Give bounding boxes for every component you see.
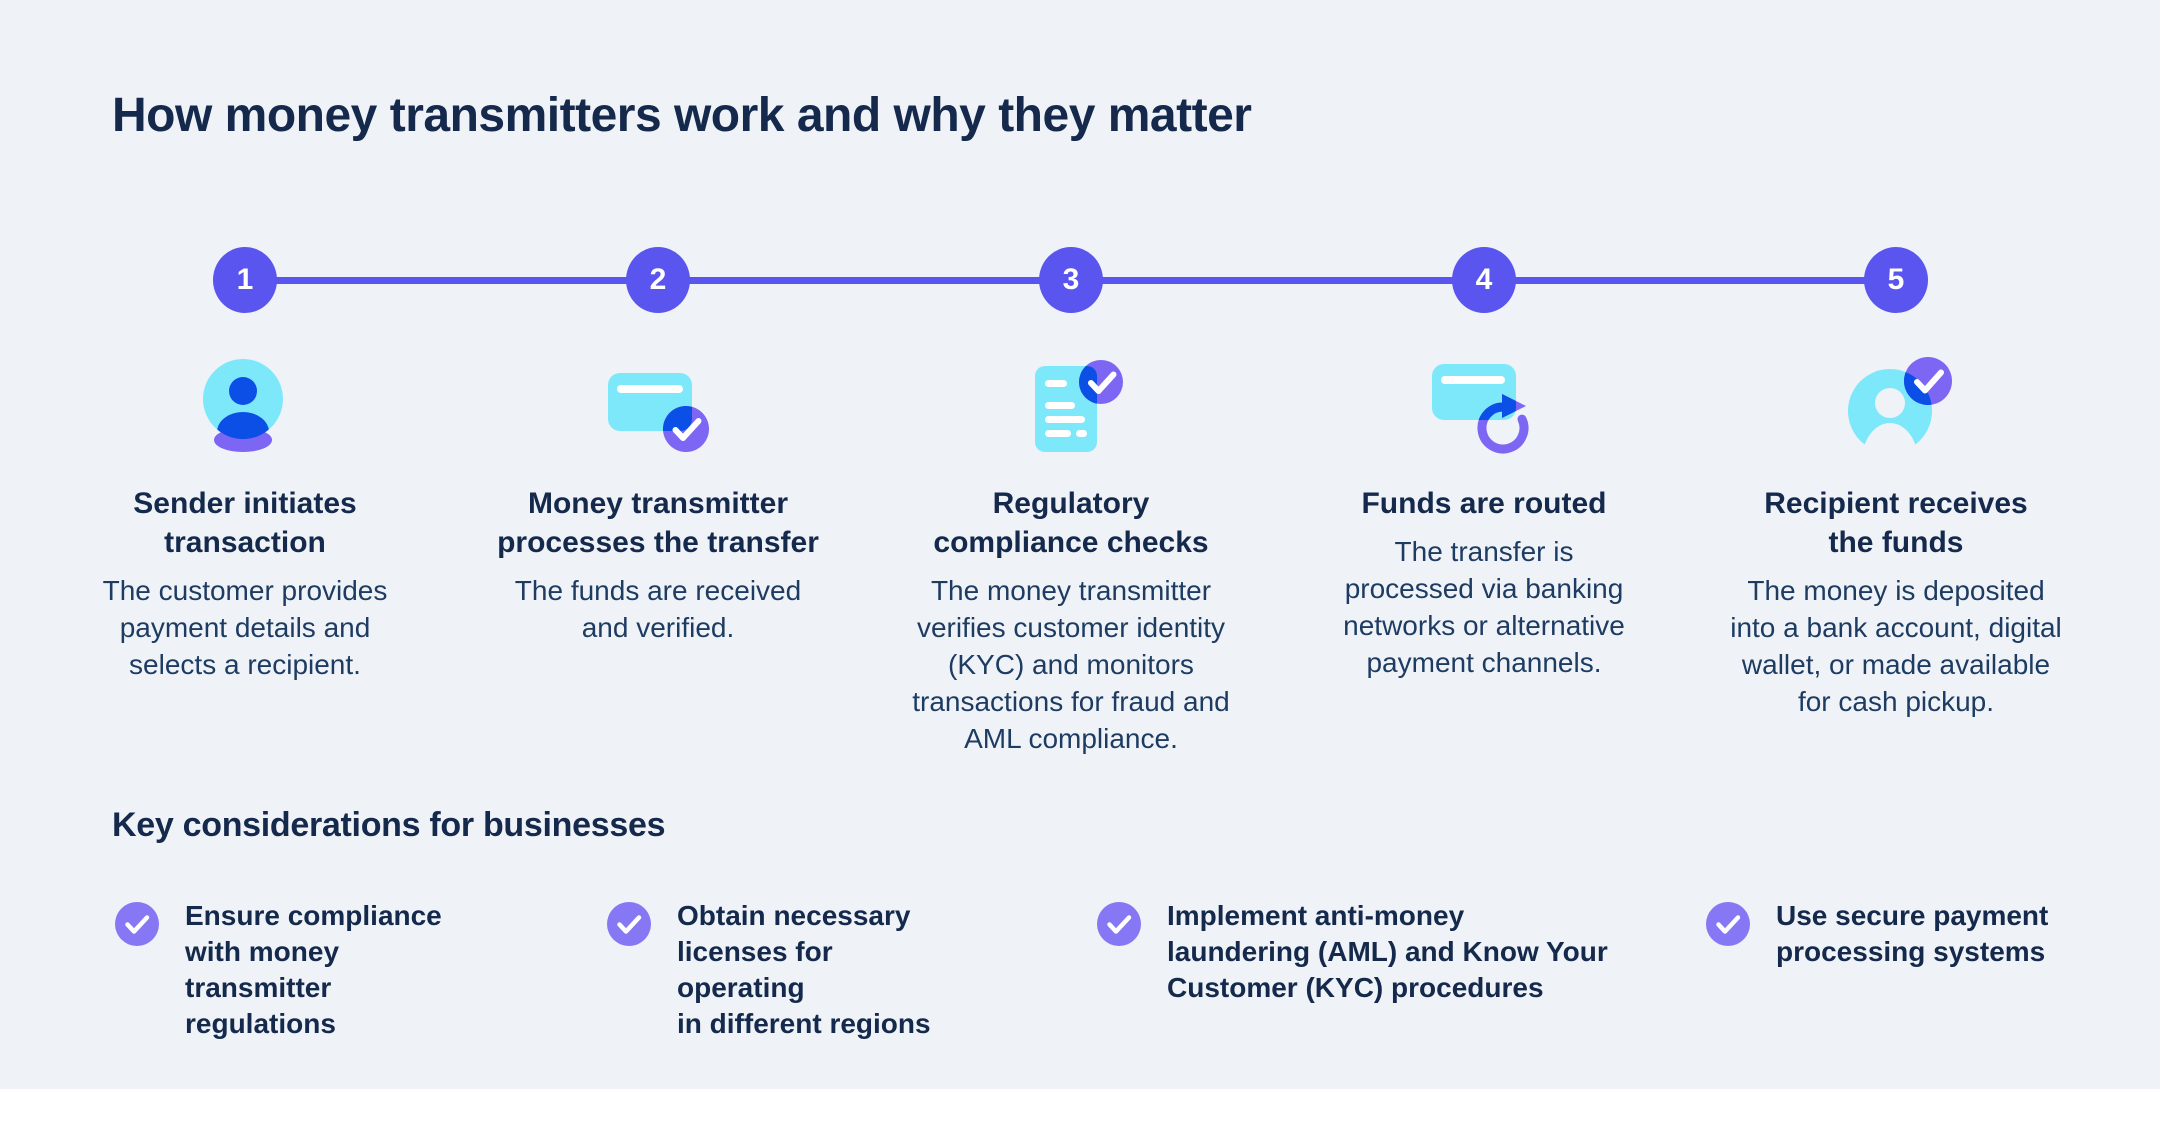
page-title: How money transmitters work and why they… bbox=[112, 89, 1252, 142]
step-description: The money transmitter verifies customer … bbox=[912, 575, 1230, 754]
consideration-item: Ensure compliance with money transmitter… bbox=[115, 898, 475, 1042]
timeline-node-1: 1 bbox=[213, 247, 277, 313]
document-check-icon bbox=[1011, 340, 1131, 472]
step-description: The transfer is processed via banking ne… bbox=[1343, 536, 1625, 678]
key-considerations-heading: Key considerations for businesses bbox=[112, 806, 666, 844]
step-recipient-receives: Recipient receives the funds The money i… bbox=[1696, 340, 2096, 720]
consideration-item: Use secure payment processing systems bbox=[1706, 898, 2126, 970]
consideration-item: Obtain necessary licenses for operating … bbox=[607, 898, 967, 1042]
consideration-text: Ensure compliance with money transmitter… bbox=[185, 900, 442, 1039]
check-circle-icon bbox=[115, 902, 159, 946]
step-title: Funds are routed bbox=[1361, 487, 1607, 520]
step-description: The money is deposited into a bank accou… bbox=[1730, 575, 2062, 717]
timeline-node-5: 5 bbox=[1864, 247, 1928, 313]
consideration-text: Implement anti-money laundering (AML) an… bbox=[1167, 900, 1608, 1003]
step-title: Regulatory compliance checks bbox=[933, 487, 1209, 559]
timeline-node-2: 2 bbox=[626, 247, 690, 313]
consideration-item: Implement anti-money laundering (AML) an… bbox=[1097, 898, 1637, 1006]
bottom-white-strip bbox=[0, 1089, 2160, 1122]
step-title: Money transmitter processes the transfer bbox=[497, 487, 819, 559]
sender-user-icon bbox=[185, 340, 305, 472]
step-description: The customer provides payment details an… bbox=[102, 575, 388, 680]
recipient-check-icon bbox=[1836, 340, 1956, 472]
step-title: Recipient receives the funds bbox=[1764, 487, 2028, 559]
step-funds-routed: Funds are routed The transfer is process… bbox=[1284, 340, 1684, 681]
step-compliance-checks: Regulatory compliance checks The money t… bbox=[871, 340, 1271, 757]
card-refresh-icon bbox=[1424, 340, 1544, 472]
timeline-node-3: 3 bbox=[1039, 247, 1103, 313]
step-transmitter-processes: Money transmitter processes the transfer… bbox=[458, 340, 858, 646]
consideration-text: Obtain necessary licenses for operating … bbox=[677, 900, 931, 1039]
timeline-node-4: 4 bbox=[1452, 247, 1516, 313]
step-sender-initiates: Sender initiates transaction The custome… bbox=[45, 340, 445, 683]
consideration-text: Use secure payment processing systems bbox=[1776, 900, 2049, 967]
check-circle-icon bbox=[1097, 902, 1141, 946]
step-title: Sender initiates transaction bbox=[133, 487, 357, 559]
step-description: The funds are received and verified. bbox=[514, 575, 802, 643]
check-circle-icon bbox=[1706, 902, 1750, 946]
check-circle-icon bbox=[607, 902, 651, 946]
card-check-icon bbox=[598, 340, 718, 472]
